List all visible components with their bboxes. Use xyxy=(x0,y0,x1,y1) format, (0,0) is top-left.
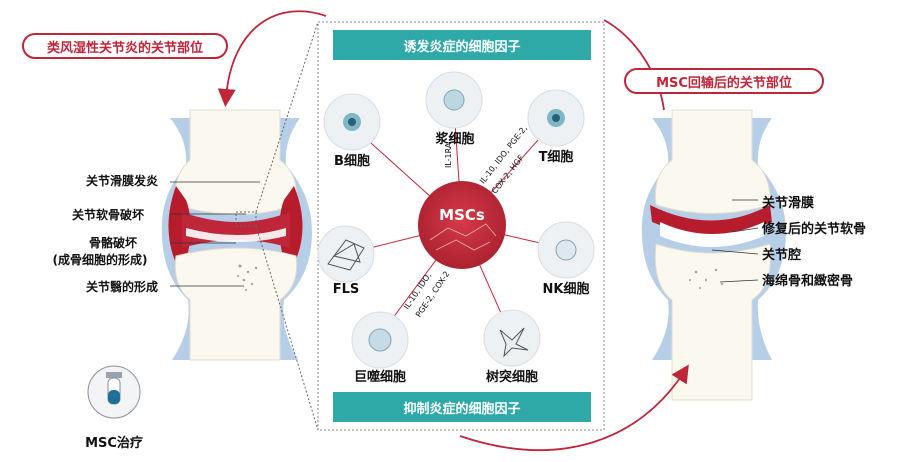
macrophage-label: 巨噬细胞 xyxy=(353,370,406,385)
cytokine-il1ra: IL-1RA xyxy=(444,142,453,168)
plasma-cell-label: 浆细胞 xyxy=(435,132,475,147)
label-cartilage-damage: 关节软骨破坏 xyxy=(72,208,145,222)
right-synovium-red xyxy=(650,205,772,234)
left-joint xyxy=(161,109,312,361)
left-leader-lines xyxy=(170,181,260,287)
left-bone-dots xyxy=(237,264,258,291)
banner-top: 诱发炎症的细胞因子 xyxy=(333,30,591,60)
left-upper-bone xyxy=(174,109,298,215)
label-right-cartilage: 修复后的关节软骨 xyxy=(762,222,867,237)
right-joint xyxy=(641,109,786,401)
fls-icon xyxy=(317,225,375,283)
cell-icons xyxy=(317,71,595,369)
t-cell-label: T细胞 xyxy=(538,150,574,165)
dendritic-cell-label: 树突细胞 xyxy=(485,370,538,385)
label-bone-damage: 骨骼破坏 xyxy=(88,236,137,250)
left-inflamed-synovium-right xyxy=(279,186,303,268)
label-pannus: 关节翳的形成 xyxy=(86,280,159,294)
label-right-cavity: 关节腔 xyxy=(762,248,802,263)
label-right-synovium: 关节滑膜 xyxy=(762,196,815,211)
left-lower-bone xyxy=(174,247,298,361)
label-right-bone: 海绵骨和緻密骨 xyxy=(762,274,854,289)
msc-tube-icon xyxy=(87,365,141,419)
msc-center-label: MSCs xyxy=(439,206,485,224)
arrow-from-panel xyxy=(603,19,665,111)
right-lower-bone xyxy=(654,243,772,401)
banner-bottom: 抑制炎症的细胞因子 xyxy=(333,392,591,422)
title-left: 类风湿性关节炎的关节部位 xyxy=(22,33,228,59)
nk-cell-label: NK细胞 xyxy=(542,282,590,297)
b-cell-label: B细胞 xyxy=(334,154,370,169)
label-synovium-inflamed: 关节滑膜发炎 xyxy=(86,174,159,188)
right-upper-bone xyxy=(654,109,771,214)
label-osteoblast: (成骨细胞的形成) xyxy=(52,253,148,267)
msc-center-node xyxy=(418,181,506,269)
label-msc-therapy: MSC治疗 xyxy=(85,436,143,451)
right-cartilage-white xyxy=(660,222,764,247)
arrow-to-left-joint xyxy=(217,10,327,107)
right-bone-dots xyxy=(689,268,724,289)
right-leader-lines xyxy=(711,199,759,283)
arrow-to-right-joint xyxy=(459,364,689,451)
title-right: MSC回输后的关节部位 xyxy=(624,68,824,94)
left-inflamed-synovium xyxy=(168,186,191,268)
fls-label: FLS xyxy=(332,282,360,297)
dendritic-cell-icon xyxy=(483,309,541,367)
